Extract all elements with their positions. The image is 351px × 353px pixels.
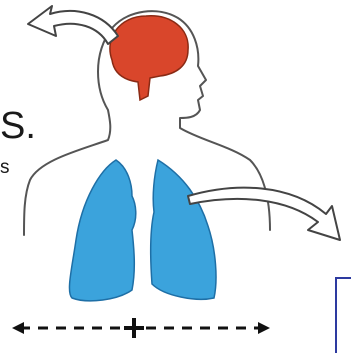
brain-output-arrow <box>28 6 118 44</box>
small-label: s <box>0 158 10 178</box>
lung-output-arrow <box>188 188 340 240</box>
brain-icon <box>110 16 188 100</box>
right-lung-icon <box>151 160 216 299</box>
left-lung-icon <box>69 160 135 301</box>
corner-box <box>336 278 351 353</box>
dashed-axis <box>12 318 270 338</box>
plus-icon <box>124 318 144 338</box>
abbrev-label: S. <box>0 106 36 146</box>
